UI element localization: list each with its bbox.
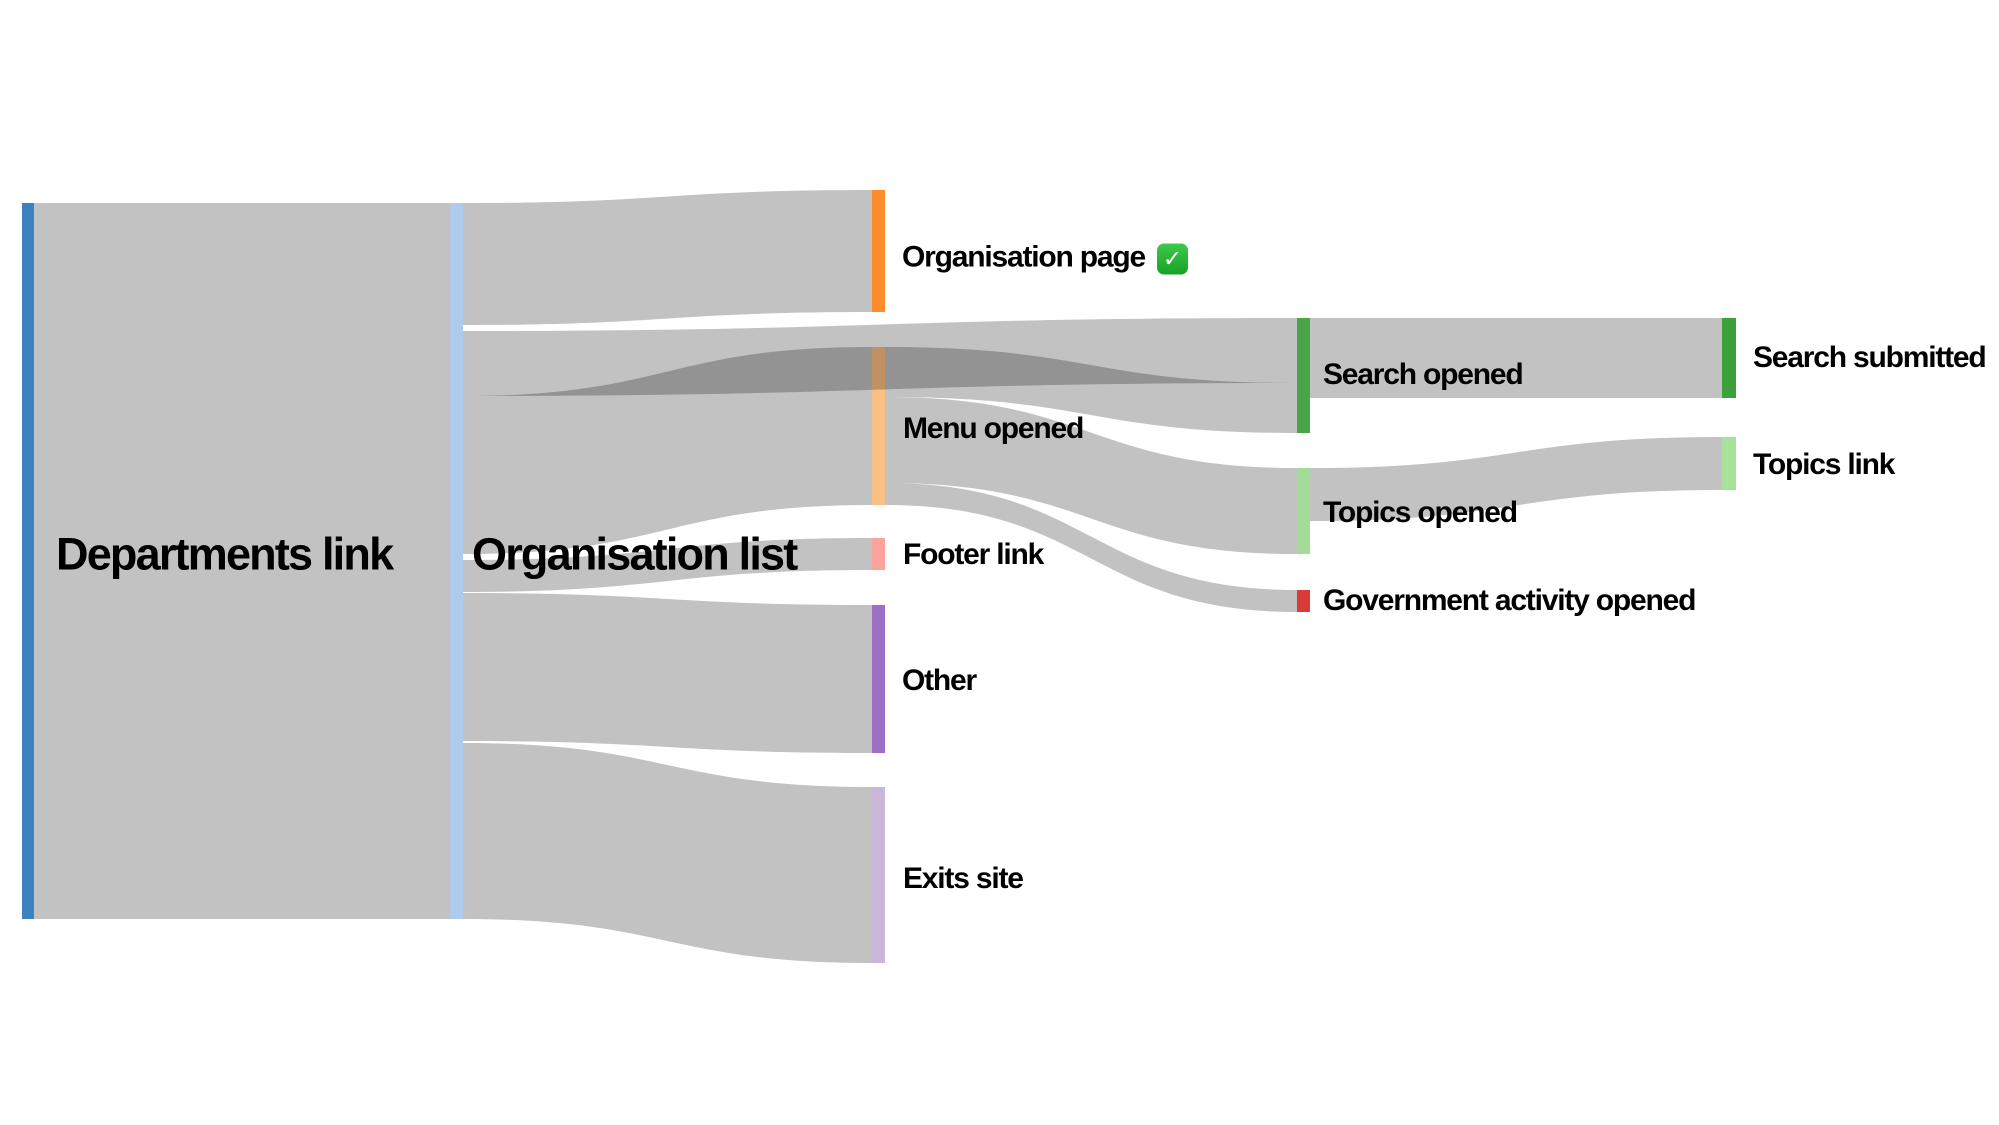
link-organisation-list-to-other[interactable] — [463, 593, 872, 753]
link-organisation-list-to-menu-opened[interactable] — [463, 347, 872, 554]
link-organisation-list-to-footer-link[interactable] — [463, 538, 872, 592]
node-topics-link[interactable] — [1722, 437, 1736, 490]
node-other[interactable] — [872, 605, 885, 753]
node-footer-link[interactable] — [872, 538, 885, 570]
link-organisation-list-to-exits-site[interactable] — [463, 743, 872, 963]
node-search-opened[interactable] — [1297, 318, 1310, 433]
node-exits-site[interactable] — [872, 787, 885, 963]
node-organisation-page[interactable] — [872, 190, 885, 312]
node-menu-opened[interactable] — [872, 347, 885, 505]
link-departments-link-to-organisation-list[interactable] — [34, 203, 450, 919]
link-menu-opened-to-topics-opened[interactable] — [885, 397, 1297, 554]
node-search-submitted[interactable] — [1722, 318, 1736, 398]
link-search-opened-to-search-submitted[interactable] — [1310, 318, 1722, 398]
node-organisation-list[interactable] — [450, 203, 463, 919]
link-organisation-list-to-organisation-page[interactable] — [463, 190, 872, 325]
link-topics-opened-to-topics-link[interactable] — [1310, 437, 1722, 521]
node-topics-opened[interactable] — [1297, 468, 1310, 554]
node-government-activity-opened[interactable] — [1297, 590, 1310, 612]
sankey-links-layer — [34, 190, 1722, 963]
link-menu-opened-to-search-opened[interactable] — [885, 347, 1297, 433]
sankey-nodes-layer — [22, 190, 1736, 963]
link-menu-opened-to-government-activity-opened[interactable] — [885, 483, 1297, 612]
node-departments-link[interactable] — [22, 203, 34, 919]
link-organisation-list-to-search-opened[interactable] — [463, 318, 1297, 396]
